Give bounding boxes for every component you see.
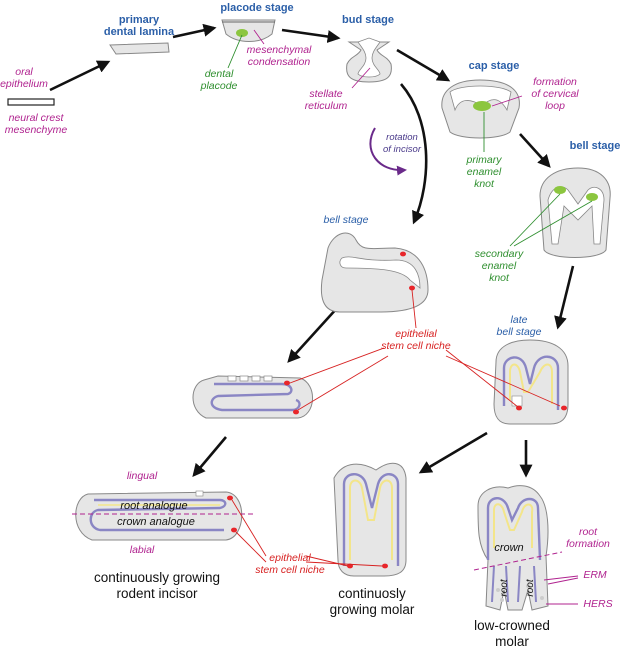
continuous-molar-shape <box>333 462 407 577</box>
caption-low-crowned-molar: low-crowned molar <box>474 618 550 649</box>
label-primary-dental-lamina: primary dental lamina <box>103 14 175 38</box>
label-root-left: root <box>499 579 510 597</box>
secondary-enamel-knot-right <box>586 193 598 201</box>
arrow-oral-to-lamina <box>49 60 111 92</box>
label-mesenchymal-condensation: mesenchymal condensation <box>246 44 312 68</box>
label-formation-of-cervical-loop: formation of cervical loop <box>531 76 579 112</box>
label-root-right: root <box>525 579 536 597</box>
label-secondary-enamel-knot: secondary enamel knot <box>474 248 524 284</box>
rotation-arrow <box>369 127 407 176</box>
molar-bell-stage-shape <box>539 167 611 258</box>
dental-placode-green <box>236 29 248 37</box>
bud-stage-shape <box>346 37 392 83</box>
rodent-incisor-stem-niche-1 <box>227 495 233 501</box>
rodent-incisor-shape <box>72 490 256 541</box>
caption-continuous-molar: continuosly growing molar <box>329 586 415 617</box>
caption-rodent-incisor: continuously growing rodent incisor <box>93 570 221 601</box>
cap-stage-shape <box>441 79 520 139</box>
label-epithelial-stem-cell-niche-bottom: epithelial stem cell niche <box>255 552 325 576</box>
label-root-analogue: root analogue <box>120 500 188 512</box>
incisor-bell-stage-shape <box>320 232 429 313</box>
label-labial: labial <box>129 544 155 556</box>
label-neural-crest-mesenchyme: neural crest mesenchyme <box>4 112 68 136</box>
arrow-cap-to-bell <box>519 133 551 168</box>
root-formation-divider <box>473 551 563 571</box>
placode-stage-shape <box>221 19 276 42</box>
label-bud-stage: bud stage <box>342 14 394 26</box>
arrow-incisor-to-rodent-incisor <box>192 436 227 477</box>
label-root-formation: root formation <box>566 526 610 550</box>
arrow-bud-to-cap <box>396 48 451 82</box>
label-late-bell-stage: late bell stage <box>496 314 542 338</box>
label-bell-stage-incisor: bell stage <box>323 214 369 226</box>
arrow-placode-to-bud <box>281 28 341 43</box>
label-placode-stage: placode stage <box>220 2 294 14</box>
label-hers: HERS <box>583 598 613 610</box>
elongated-incisor-shape <box>192 375 313 419</box>
elongated-incisor-stem-niche-1 <box>284 380 290 386</box>
arrow-incisor-bell-to-elongated <box>287 306 339 363</box>
label-crown-analogue: crown analogue <box>117 516 195 528</box>
label-lingual: lingual <box>126 470 158 482</box>
arrow-late-bell-to-continuous-molar <box>418 431 488 474</box>
dental-lamina-shape <box>109 42 170 55</box>
arrow-bell-to-late-bell <box>554 265 575 330</box>
pointer-lines <box>227 29 593 605</box>
label-bell-stage-molar: bell stage <box>569 140 621 152</box>
label-stellate-reticulum: stellate reticulum <box>304 88 348 112</box>
progression-arrows <box>49 23 575 478</box>
arrow-bud-to-incisor-bell <box>400 83 428 225</box>
late-bell-stem-niche-2 <box>561 405 567 411</box>
label-primary-enamel-knot: primary enamel knot <box>466 154 502 190</box>
continuous-molar-stem-niche-2 <box>382 563 388 569</box>
primary-enamel-knot-green <box>473 101 491 111</box>
elongated-incisor-stem-niche-2 <box>293 409 299 415</box>
oral-epithelium-strip <box>7 98 55 106</box>
label-dental-placode: dental placode <box>200 68 238 92</box>
label-crown: crown <box>494 542 524 554</box>
secondary-enamel-knot-left <box>554 186 566 194</box>
label-oral-epithelium: oral epithelium <box>0 66 48 90</box>
rodent-incisor-stem-niche-2 <box>231 527 237 533</box>
label-erm: ERM <box>583 569 607 581</box>
incisor-bell-stem-niche-1 <box>400 251 406 257</box>
label-rotation-of-incisor: rotation of incisor <box>382 132 421 155</box>
incisor-bell-stem-niche-2 <box>409 285 415 291</box>
arrow-lamina-to-placode <box>172 23 217 39</box>
label-epithelial-stem-cell-niche-top: epithelial stem cell niche <box>381 328 451 352</box>
low-crowned-molar-shape <box>473 485 563 611</box>
label-cap-stage: cap stage <box>468 60 520 72</box>
